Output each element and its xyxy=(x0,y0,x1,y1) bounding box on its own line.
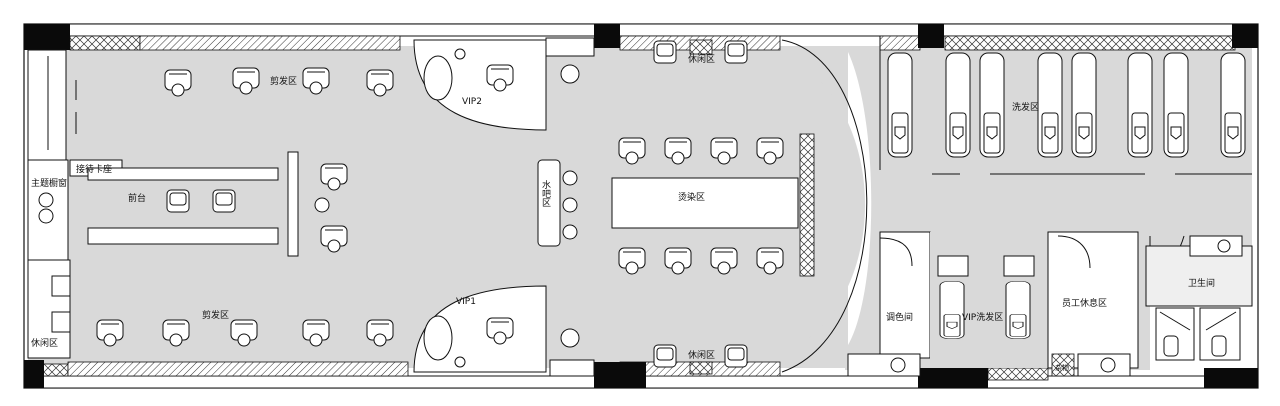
label-card-room: 接待卡座 xyxy=(76,163,112,175)
styling-table xyxy=(611,177,799,229)
partition-wall xyxy=(287,151,299,257)
column xyxy=(1204,368,1258,388)
column xyxy=(918,24,944,48)
label-vip1: VIP1 xyxy=(456,297,476,307)
label-hair-top: 剪发区 xyxy=(270,75,297,87)
label-vip-wash: VIP洗发区 xyxy=(962,311,1003,323)
column xyxy=(1232,24,1258,48)
label-vip2: VIP2 xyxy=(462,97,482,107)
label-color-room: 调色间 xyxy=(886,311,913,323)
reception-desk xyxy=(87,167,279,181)
column xyxy=(918,368,988,388)
column xyxy=(24,360,44,388)
styling-shelf xyxy=(799,133,815,277)
water-bar-counter xyxy=(537,159,561,247)
label-storage: 杂物 xyxy=(1055,363,1069,372)
label-wash: 洗发区 xyxy=(1012,101,1039,113)
color-room xyxy=(879,231,931,359)
column xyxy=(594,24,620,48)
label-front-desk: 前台 xyxy=(128,192,146,204)
storage-room xyxy=(1051,353,1075,377)
reception-desk-lower xyxy=(87,227,279,245)
label-staff-room: 员工休息区 xyxy=(1062,297,1107,309)
staff-room xyxy=(1047,231,1139,369)
label-toilet: 卫生间 xyxy=(1188,277,1215,289)
label-hair-bottom: 剪发区 xyxy=(202,309,229,321)
label-main-room: 主题橱窗 xyxy=(31,177,67,189)
label-styling: 烫染区 xyxy=(678,191,705,203)
column xyxy=(24,24,70,50)
label-rest-bottom: 休闲区 xyxy=(688,349,715,361)
column xyxy=(594,362,646,388)
label-rest-top: 休闲区 xyxy=(688,53,715,65)
entrance-glass xyxy=(27,49,67,161)
label-water-bar: 水吧区 xyxy=(540,179,551,207)
floor-wash-zone xyxy=(880,46,1252,246)
label-rest-left: 休闲区 xyxy=(31,337,58,349)
